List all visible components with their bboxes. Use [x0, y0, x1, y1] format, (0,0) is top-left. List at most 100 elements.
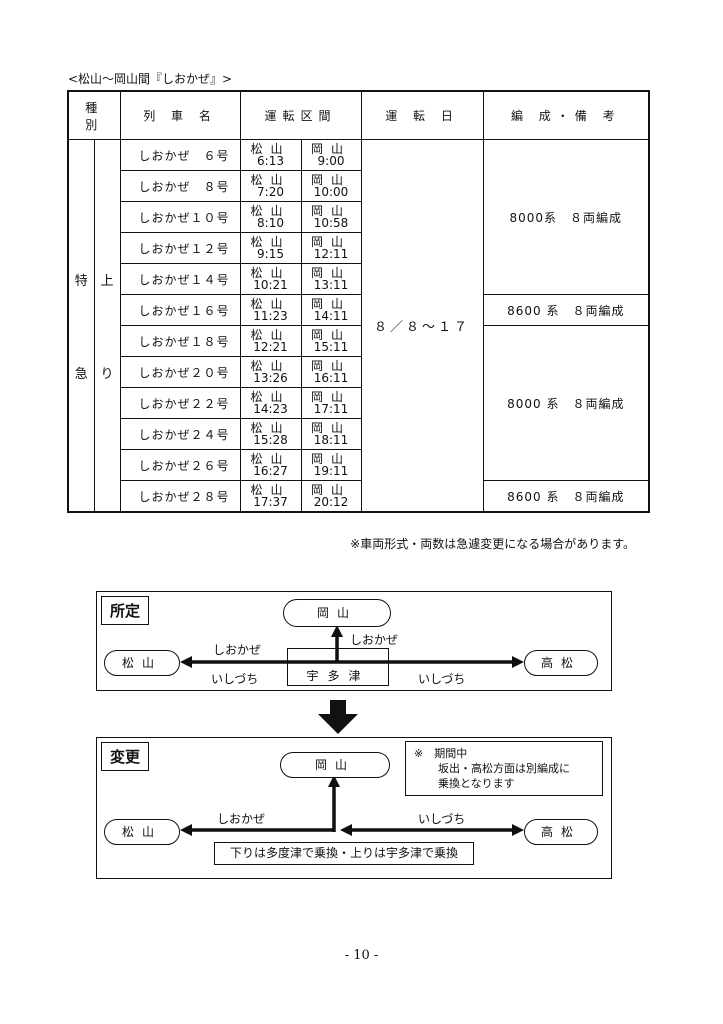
departure-station: 松山	[250, 266, 291, 280]
changed-takamatsu-station: 高松	[524, 819, 598, 845]
departure-station: 松山	[250, 328, 291, 342]
train-name: しおかぜ ８号	[119, 170, 241, 202]
departure-station: 松山	[250, 297, 291, 311]
departure-station: 松山	[250, 204, 291, 218]
header-formation: 編 成・備 考	[482, 90, 650, 140]
normal-route-diagram: 所定	[96, 591, 612, 691]
header-operating-days: 運 転 日	[360, 90, 484, 140]
arrival-station: 岡山	[311, 359, 352, 373]
departure-station: 松山	[250, 173, 291, 187]
direction-char: 上	[100, 273, 114, 289]
departure-time: 16:27	[253, 464, 288, 478]
period-note-line-1: ※ 期間中	[414, 747, 468, 760]
departure-station: 松山	[250, 483, 291, 497]
header-train-name: 列 車 名	[119, 90, 241, 140]
timetable-header-row: 種 別 列 車 名 運転区間 運 転 日 編 成・備 考	[67, 90, 650, 140]
header-section: 運転区間	[239, 90, 362, 140]
normal-shiokaze-left: しおかぜ	[213, 643, 262, 657]
arrival-station: 岡山	[311, 173, 352, 187]
train-name: しおかぜ２６号	[119, 449, 241, 481]
train-name: しおかぜ１８号	[119, 325, 241, 357]
section-heading: <松山〜岡山間『しおかぜ』>	[68, 72, 233, 86]
arrival-time: 19:11	[313, 464, 349, 478]
departure-time: 14:23	[253, 402, 288, 416]
category-direction: 上り	[93, 139, 121, 513]
timetable: 種 別 列 車 名 運転区間 運 転 日 編 成・備 考 特急上りしおかぜ ６号…	[67, 90, 651, 513]
direction-char: り	[100, 366, 114, 382]
vehicle-change-note: ※車両形式・両数は急遽変更になる場合があります。	[350, 537, 635, 551]
changed-route-diagram: 変更	[96, 737, 612, 879]
category-char: 特	[74, 273, 88, 289]
arrival-time: 10:00	[313, 185, 349, 199]
departure-station: 松山	[250, 390, 291, 404]
arrival-time: 9:00	[317, 154, 345, 168]
departure-time: 8:10	[257, 216, 284, 230]
departure-station: 松山	[250, 235, 291, 249]
header-type: 種 別	[67, 90, 121, 140]
page-number: - 10 -	[344, 948, 379, 963]
changed-label: 変更	[101, 742, 150, 771]
departure-time: 11:23	[253, 309, 288, 323]
operating-days: ８／８〜１７	[360, 139, 484, 513]
departure-time: 15:28	[253, 433, 288, 447]
changed-okayama-station: 岡山	[280, 752, 390, 778]
changed-ishizuchi-label: いしづち	[418, 812, 466, 826]
departure-station: 松山	[250, 452, 291, 466]
train-name: しおかぜ１２号	[119, 232, 241, 264]
arrival-station: 岡山	[311, 204, 352, 218]
departure-time: 10:21	[253, 278, 288, 292]
changed-shiokaze-label: しおかぜ	[217, 812, 266, 826]
departure-time: 7:20	[257, 185, 284, 199]
normal-okayama-station: 岡山	[283, 599, 391, 627]
departure-time: 9:15	[257, 247, 284, 261]
departure-station: 松山	[250, 359, 291, 373]
arrival-station: 岡山	[311, 235, 352, 249]
departure-time: 17:37	[253, 495, 288, 509]
normal-shiokaze-up: しおかぜ	[350, 633, 399, 647]
arrival-time: 16:11	[313, 371, 349, 385]
normal-ishizuchi-right: いしづち	[418, 672, 466, 686]
arrival-station: 岡山	[311, 452, 352, 466]
arrival-time: 14:11	[313, 309, 349, 323]
normal-takamatsu-station: 高松	[524, 650, 598, 676]
arrival-station: 岡山	[311, 142, 352, 156]
normal-matsuyama-station: 松山	[104, 650, 180, 676]
arrival-station: 岡山	[311, 390, 352, 404]
arrival-station: 岡山	[311, 483, 352, 497]
arrival-time: 17:11	[313, 402, 349, 416]
arrival-time: 13:11	[313, 278, 349, 292]
departure-station: 松山	[250, 142, 291, 156]
train-name: しおかぜ２８号	[119, 480, 241, 513]
arrival-station: 岡山	[311, 421, 352, 435]
normal-utazu-station: 宇多津	[287, 648, 389, 686]
period-note-line-3: 乗換となります	[438, 777, 515, 790]
formation-note: 8600 系 ８両編成	[482, 480, 650, 513]
arrival-time: 18:11	[313, 433, 349, 447]
arrival-time: 20:12	[313, 495, 349, 509]
transfer-note-box: 下りは多度津で乗換・上りは宇多津で乗換	[214, 842, 474, 865]
departure-time: 6:13	[257, 154, 284, 168]
arrival-time: 12:11	[313, 247, 349, 261]
arrival-time: 15:11	[313, 340, 349, 354]
